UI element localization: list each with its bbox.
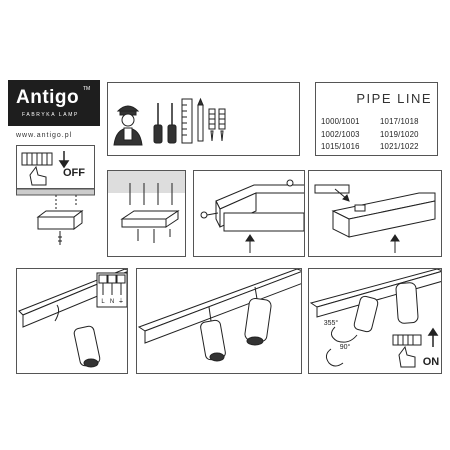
rotation-vertical-label: 90° [340,343,351,351]
step-rotate-power-on: 355° 90° ON [308,268,442,374]
product-code: 1017/1018 [380,117,419,126]
hand-icon [29,165,47,186]
tools-panel [107,82,300,156]
product-code: 1015/1016 [321,142,360,152]
step-attach-spotlight [136,268,302,374]
terminal-live-label: L [101,299,105,305]
attach-spotlight-illustration [137,269,301,362]
hand-icon [398,345,416,368]
terminal-block-icon [96,272,127,308]
fuse-box-icon [21,152,53,166]
product-code: 1000/1001 [321,117,360,126]
up-arrow-icon [427,327,439,347]
screw-icon [200,179,294,219]
step-wiring: L N ⏚ [16,268,128,374]
phillips-screwdriver-icon [167,103,177,144]
power-off-illustration: OFF [16,145,95,245]
product-title: PIPE LINE [356,91,432,106]
corner-connector-icon [314,184,436,238]
on-label: ON [423,356,440,368]
website-url: www.antigo.pl [16,132,73,139]
terminal-earth-label: ⏚ [118,298,124,305]
product-code: 1002/1003 [321,129,360,139]
mounting-plate-icon [120,210,180,228]
brand-name: Antigo [16,87,80,108]
down-arrow-icon [58,151,70,169]
up-arrow-icon [390,234,400,253]
spotlight-icon [353,282,419,333]
drill-bit-icon [55,195,77,245]
channel-profile-icon [215,184,304,232]
product-code-list: 1000/1001 1017/1018 1002/1003 1019/1020 … [321,116,433,154]
product-code: 1021/1022 [380,142,419,152]
cable-icon [54,304,60,322]
trademark-mark: TM [83,86,91,92]
rotation-horizontal-label: 355° [324,319,339,327]
brand-tagline: FABRYKA LAMP [22,112,79,118]
pencil-icon [197,97,204,142]
channel-mount-illustration [200,179,304,253]
track-rail-icon [137,269,301,344]
mounting-plate-illustration [108,171,185,243]
product-code: 1019/1020 [380,129,419,139]
ceiling-plate-icon [36,210,84,230]
wall-plug-icon [208,108,226,130]
rotate-power-on-illustration: 355° 90° ON [309,269,441,368]
step-fix-mounting-plate [107,170,186,257]
arrow-icon [334,188,350,202]
terminal-neutral-label: N [110,299,114,305]
up-arrow-icon [245,234,255,253]
step-corner-joint [308,170,442,257]
screwdriver-icon [137,229,171,243]
screw-icon [210,130,224,142]
ruler-icon [181,98,193,144]
tools-illustration [113,97,226,146]
fuse-box-icon [392,334,422,346]
spotlight-icon [200,286,272,362]
brand-logo: Antigo TM FABRYKA LAMP [8,80,100,126]
off-label: OFF [63,167,85,179]
wiring-illustration: L N ⏚ [18,269,127,368]
flat-screwdriver-icon [153,103,163,144]
step-power-off: OFF [16,145,95,252]
screw-icon [129,183,173,205]
technician-icon [113,105,143,146]
step-mount-channel [193,170,305,257]
spotlight-icon [73,325,101,368]
rotate-arrow-icon [325,326,358,367]
corner-joint-illustration [314,184,436,253]
product-info-panel: PIPE LINE 1000/1001 1017/1018 1002/1003 … [315,82,438,156]
